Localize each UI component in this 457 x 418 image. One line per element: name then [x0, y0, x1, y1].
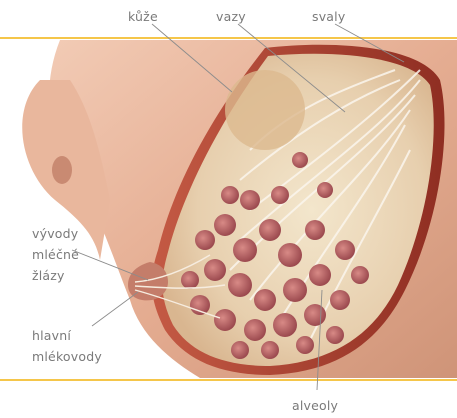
left-nipple — [52, 156, 72, 184]
label-gland-ducts-line3: žlázy — [32, 268, 79, 284]
label-skin: kůže — [128, 9, 158, 25]
label-gland-ducts-line1: vývody — [32, 226, 79, 242]
label-gland-ducts-line2: mléčné — [32, 247, 79, 263]
label-main-ducts: hlavní mlékovody — [32, 328, 102, 365]
label-alveoli: alveoly — [292, 398, 338, 414]
fat-tissue — [225, 70, 305, 150]
label-muscles: svaly — [312, 9, 345, 25]
label-gland-ducts: vývody mléčné žlázy — [32, 226, 79, 284]
label-main-ducts-line2: mlékovody — [32, 349, 102, 365]
label-main-ducts-line1: hlavní — [32, 328, 102, 344]
label-ligaments: vazy — [216, 9, 246, 25]
